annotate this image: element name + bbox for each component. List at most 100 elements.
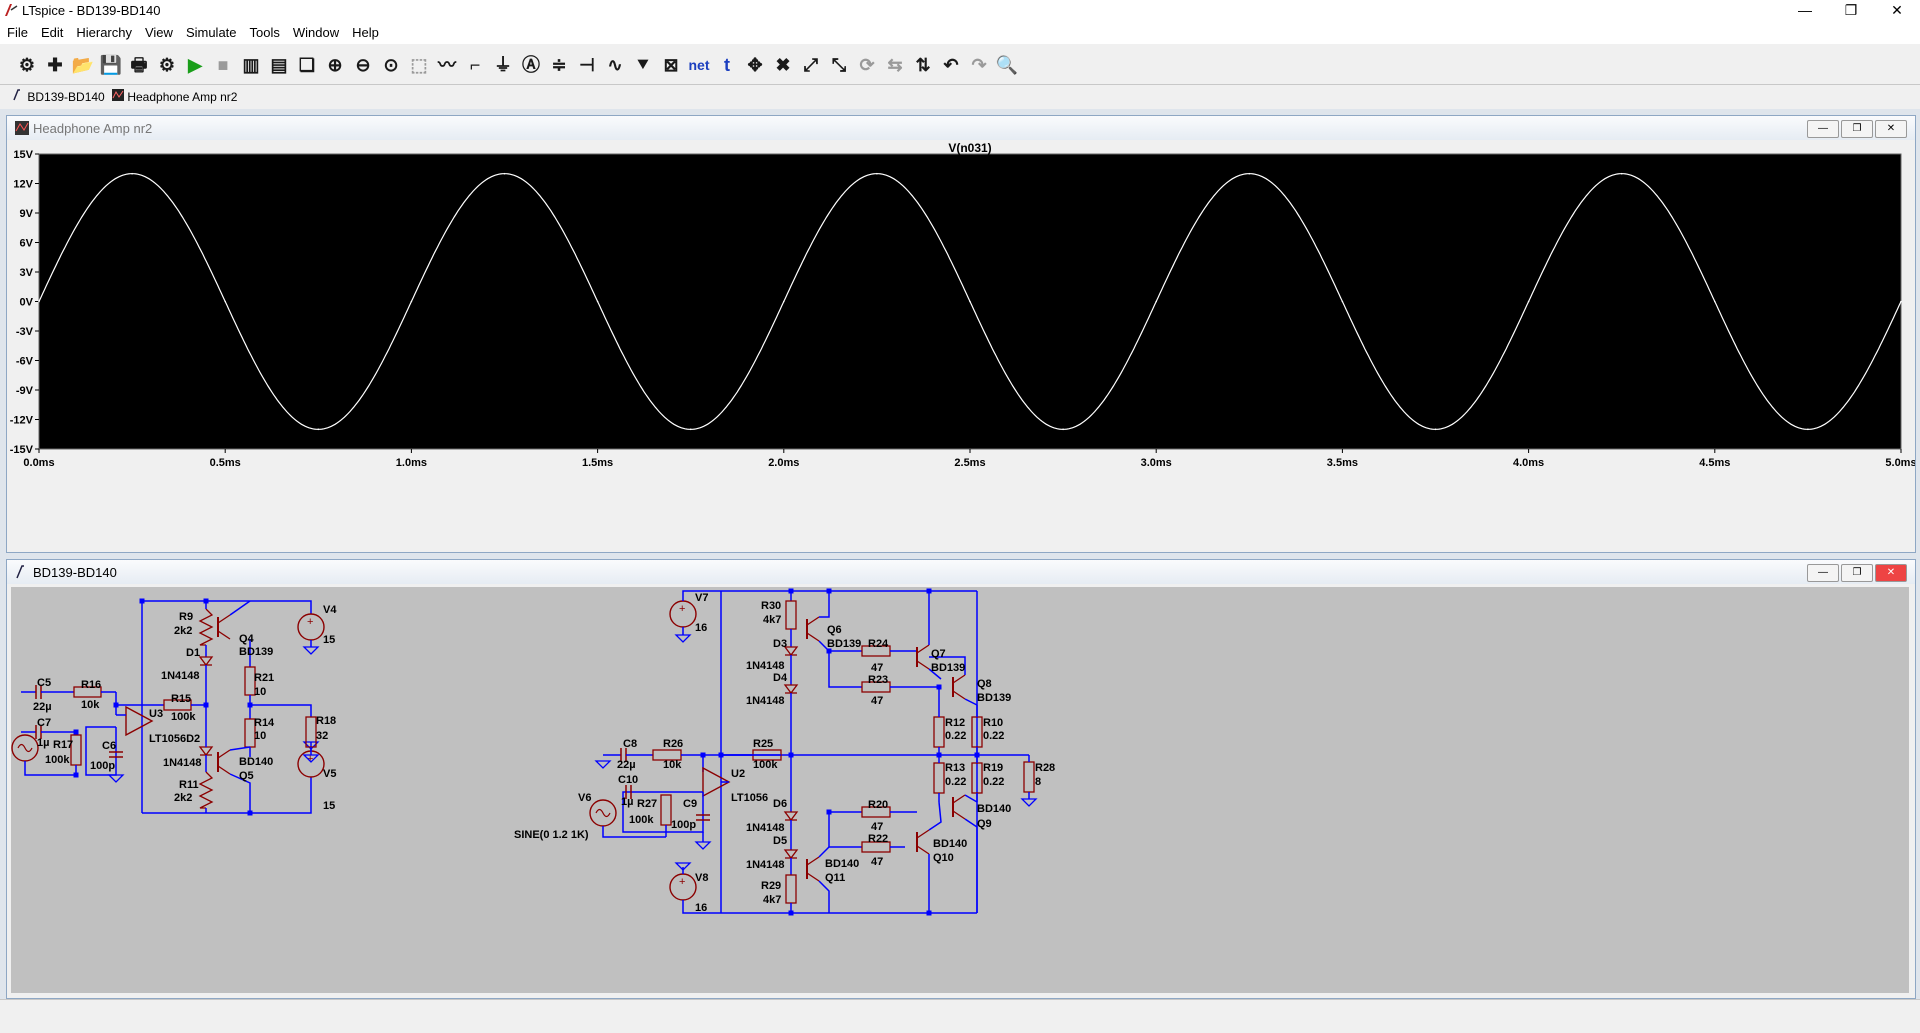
- move-icon[interactable]: ✥: [747, 55, 763, 75]
- component-icon[interactable]: ⊠: [663, 55, 679, 75]
- x-tick-label: 1.0ms: [396, 457, 427, 469]
- menu-file[interactable]: File: [7, 25, 28, 40]
- menu-tools[interactable]: Tools: [249, 25, 280, 40]
- component-label: 16: [695, 902, 707, 914]
- diode[interactable]: [198, 656, 214, 667]
- menu-simulate[interactable]: Simulate: [185, 25, 237, 40]
- settings-icon[interactable]: ⚙: [18, 55, 36, 75]
- menu-hierarchy[interactable]: Hierarchy: [76, 25, 132, 40]
- component-label: BD139: [977, 692, 1011, 704]
- plot-close-button[interactable]: ✕: [1875, 120, 1907, 138]
- maximize-button[interactable]: ❐: [1844, 2, 1858, 18]
- plot-restore-button[interactable]: ❐: [1841, 120, 1873, 138]
- component-label: R15: [171, 693, 191, 705]
- component-label: R27: [637, 798, 657, 810]
- cascade-icon[interactable]: ❏: [298, 55, 316, 75]
- halt-icon[interactable]: ■: [217, 55, 229, 75]
- y-tick-label: 12V: [13, 179, 33, 191]
- diode[interactable]: [783, 684, 799, 695]
- tab-waveform[interactable]: Headphone Amp nr2: [112, 89, 237, 104]
- data-point: [1620, 172, 1623, 175]
- open-icon[interactable]: 📂: [71, 55, 95, 75]
- wire-icon[interactable]: ⌐: [469, 55, 481, 75]
- schematic-minimize-button[interactable]: —: [1807, 564, 1839, 582]
- resistor[interactable]: [198, 771, 214, 809]
- diode[interactable]: [783, 811, 799, 822]
- plot-window-titlebar[interactable]: Headphone Amp nr2 — ❐ ✕: [7, 116, 1915, 140]
- run-icon[interactable]: ▶: [188, 55, 202, 75]
- control-panel-icon[interactable]: ⚙: [158, 55, 176, 75]
- new-schematic-icon[interactable]: ✚: [47, 55, 63, 75]
- text-icon[interactable]: t: [724, 55, 730, 75]
- delete-icon[interactable]: ✖: [775, 55, 791, 75]
- undo-icon[interactable]: ↶: [943, 55, 959, 75]
- drag-icon[interactable]: ⤡: [831, 55, 847, 75]
- minimize-button[interactable]: —: [1798, 2, 1812, 18]
- ground-symbol: [302, 754, 320, 763]
- tab-schematic[interactable]: BD139-BD140: [12, 89, 105, 104]
- tile-horizontal-icon[interactable]: ▤: [270, 55, 288, 75]
- component-label: D6: [773, 798, 787, 810]
- diode[interactable]: [783, 849, 799, 860]
- find-icon[interactable]: 🔍: [995, 55, 1019, 75]
- schematic-close-button[interactable]: ✕: [1875, 564, 1907, 582]
- schematic-restore-button[interactable]: ❐: [1841, 564, 1873, 582]
- y-tick-label: 0V: [20, 297, 34, 309]
- opamp[interactable]: [702, 766, 731, 798]
- component-label: 100k: [45, 754, 70, 766]
- plot-minimize-button[interactable]: —: [1807, 120, 1839, 138]
- ground-icon[interactable]: ⏚: [494, 55, 512, 75]
- save-icon[interactable]: 💾: [99, 55, 123, 75]
- component-label: 4k7: [763, 614, 781, 626]
- schematic-window-titlebar[interactable]: BD139-BD140 — ❐ ✕: [7, 560, 1915, 584]
- diode[interactable]: [783, 646, 799, 657]
- waveform-plot[interactable]: V(n031)15V12V9V6V3V0V-3V-6V-9V-12V-15V0.…: [7, 140, 1915, 552]
- component-label: V5: [323, 768, 336, 780]
- y-tick-label: -9V: [16, 385, 34, 397]
- component-label: 0.22: [983, 776, 1004, 788]
- junction: [788, 588, 794, 594]
- mirror-icon[interactable]: ⇆: [887, 55, 903, 75]
- capacitor-icon[interactable]: ⊣: [579, 55, 595, 75]
- menu-help[interactable]: Help: [352, 25, 379, 40]
- transistor-lead: [217, 749, 231, 759]
- menu-view[interactable]: View: [144, 25, 173, 40]
- ground-symbol: [302, 741, 320, 750]
- resistor-icon[interactable]: ≑: [551, 55, 567, 75]
- zoom-area-icon[interactable]: ⬚: [410, 55, 428, 75]
- label-icon[interactable]: Ⓐ: [522, 55, 540, 75]
- redo-icon[interactable]: ↷: [971, 55, 987, 75]
- zoom-out-icon[interactable]: ⊖: [355, 55, 371, 75]
- menu-edit[interactable]: Edit: [40, 25, 64, 40]
- component-label: Q7: [931, 648, 946, 660]
- menu-window[interactable]: Window: [292, 25, 340, 40]
- resistor[interactable]: [198, 608, 214, 646]
- zoom-fit-icon[interactable]: ⊙: [383, 55, 399, 75]
- print-icon[interactable]: 🖶: [130, 55, 148, 75]
- waveform-icon[interactable]: 〰: [438, 55, 456, 75]
- component-label: U2: [731, 768, 745, 780]
- data-point: [1527, 300, 1530, 303]
- transistor-lead: [806, 856, 820, 866]
- wire: [682, 590, 721, 601]
- diode-icon[interactable]: ⯆: [635, 55, 651, 75]
- junction: [718, 752, 724, 758]
- component-label: V7: [695, 592, 708, 604]
- close-button[interactable]: ✕: [1891, 2, 1903, 18]
- zoom-in-icon[interactable]: ⊕: [327, 55, 343, 75]
- tile-vertical-icon[interactable]: ▥: [242, 55, 260, 75]
- component-label: Q9: [977, 818, 992, 830]
- flip-icon[interactable]: ⇅: [915, 55, 931, 75]
- transistor-lead: [952, 810, 966, 820]
- transistor-lead: [916, 829, 930, 839]
- component-label: 10k: [81, 699, 100, 711]
- duplicate-icon[interactable]: ⤢: [803, 55, 819, 75]
- opamp[interactable]: [125, 705, 154, 737]
- inductor-icon[interactable]: ∿: [607, 55, 623, 75]
- net-icon[interactable]: net: [688, 57, 710, 73]
- rotate-icon[interactable]: ⟳: [859, 55, 875, 75]
